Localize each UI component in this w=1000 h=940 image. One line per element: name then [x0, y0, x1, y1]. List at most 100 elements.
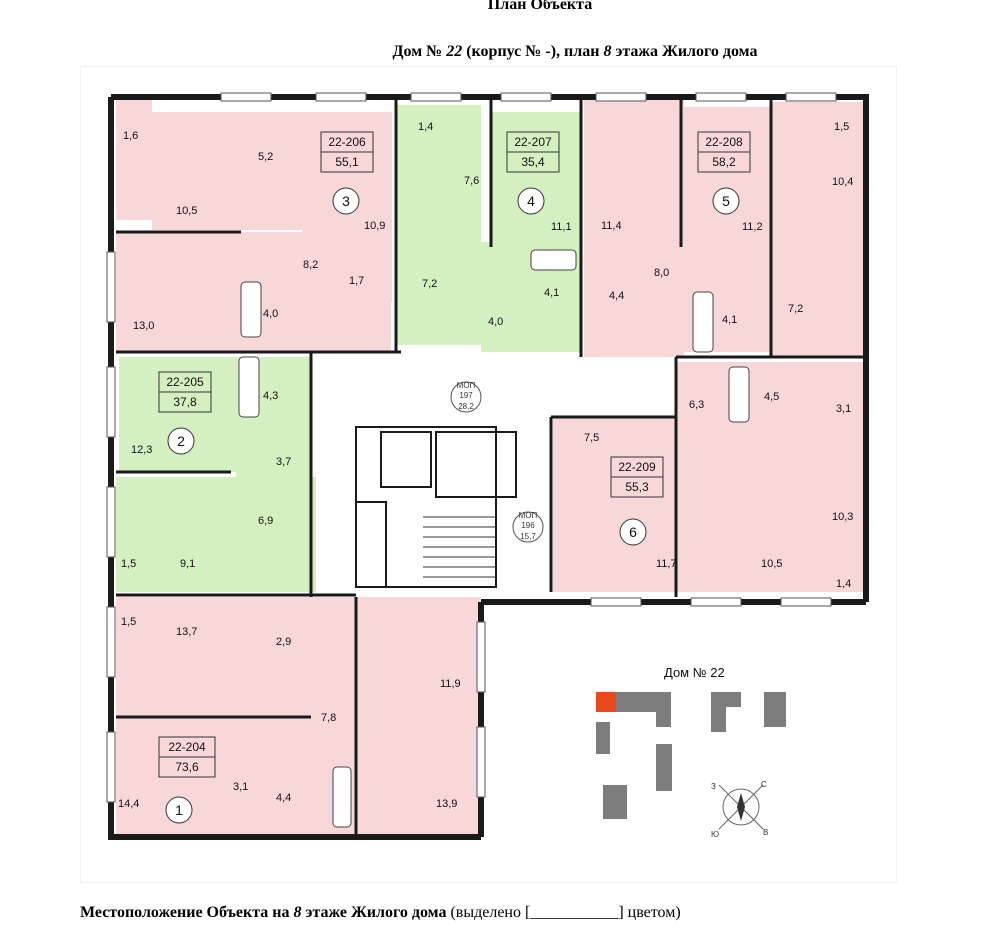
svg-text:22-204: 22-204 [168, 740, 206, 754]
stairs [423, 516, 496, 578]
svg-text:3,1: 3,1 [233, 781, 248, 793]
svg-text:10,4: 10,4 [832, 176, 853, 188]
apartment-label-206: 22-206 55,1 3 [320, 131, 374, 215]
apartment-label-207: 22-207 35,4 4 [506, 131, 560, 215]
svg-text:1,4: 1,4 [418, 121, 433, 133]
svg-text:58,2: 58,2 [712, 155, 736, 169]
svg-text:13,0: 13,0 [133, 320, 154, 332]
svg-text:1,4: 1,4 [836, 578, 851, 590]
svg-text:6,9: 6,9 [258, 515, 273, 527]
svg-text:11,1: 11,1 [551, 221, 572, 233]
svg-text:Ю: Ю [711, 830, 719, 839]
svg-text:1,5: 1,5 [834, 121, 849, 133]
svg-text:5,2: 5,2 [258, 151, 273, 163]
svg-text:11,2: 11,2 [742, 221, 763, 233]
svg-text:1,6: 1,6 [123, 130, 138, 142]
svg-text:3,7: 3,7 [276, 456, 291, 468]
floor-plan-drawing: 22-204 73,6 1 22-205 37,8 2 22-206 55,1 … [106, 92, 869, 840]
apartment-label-204: 22-204 73,6 1 [158, 736, 216, 824]
building-block-b [596, 722, 610, 754]
svg-text:1: 1 [175, 802, 183, 818]
svg-text:2,9: 2,9 [276, 636, 291, 648]
svg-text:1,5: 1,5 [121, 616, 136, 628]
svg-text:1,5: 1,5 [121, 558, 136, 570]
page-subtitle: Дом № 22 (корпус № -), план 8 этажа Жило… [392, 43, 758, 60]
building-block-f [603, 785, 627, 819]
room-area-labels: 1,6 10,5 5,2 10,9 8,2 1,7 13,0 4,0 1,4 7… [118, 121, 853, 810]
svg-text:14,4: 14,4 [118, 798, 139, 810]
svg-text:3: 3 [342, 193, 350, 209]
svg-text:1,7: 1,7 [349, 275, 364, 287]
svg-text:10,3: 10,3 [832, 511, 853, 523]
highlighted-building [596, 692, 616, 712]
apartment-label-208: 22-208 58,2 5 [697, 131, 751, 215]
svg-text:13,7: 13,7 [176, 626, 197, 638]
windows [106, 92, 837, 803]
floor-plan: 22-204 73,6 1 22-205 37,8 2 22-206 55,1 … [80, 66, 897, 883]
apartment-label-205: 22-205 37,8 2 [158, 371, 212, 455]
svg-text:8,0: 8,0 [654, 267, 669, 279]
site-map: Дом № 22 С В Ю З [596, 665, 786, 839]
svg-text:4,4: 4,4 [276, 792, 291, 804]
svg-text:4: 4 [527, 193, 535, 209]
svg-text:55,1: 55,1 [335, 155, 359, 169]
page-title: План Объекта [487, 0, 593, 13]
svg-text:197: 197 [459, 391, 473, 400]
svg-text:С: С [761, 780, 767, 789]
svg-text:9,1: 9,1 [180, 558, 195, 570]
svg-text:22-205: 22-205 [166, 375, 204, 389]
svg-text:37,8: 37,8 [173, 395, 197, 409]
mop-label-197: МОП 197 28,2 [450, 381, 482, 413]
svg-text:7,2: 7,2 [788, 303, 803, 315]
building-block-a [616, 692, 671, 727]
svg-text:В: В [763, 828, 768, 837]
svg-text:28,2: 28,2 [458, 402, 474, 411]
svg-text:4,0: 4,0 [263, 308, 278, 320]
svg-text:Дом № 22: Дом № 22 [664, 665, 725, 680]
svg-text:6,3: 6,3 [689, 399, 704, 411]
svg-text:4,3: 4,3 [263, 390, 278, 402]
apartment-label-209: 22-209 55,3 6 [610, 456, 664, 546]
svg-text:10,9: 10,9 [364, 220, 385, 232]
svg-text:7,8: 7,8 [321, 712, 336, 724]
building-block-e [656, 744, 672, 791]
building-block-d [764, 692, 786, 727]
footer-location-note: Местоположение Объекта на 8 этаже Жилого… [80, 904, 681, 921]
svg-text:11,9: 11,9 [440, 678, 461, 690]
svg-text:10,5: 10,5 [176, 205, 197, 217]
building-block-c [711, 692, 741, 732]
svg-text:10,5: 10,5 [761, 558, 782, 570]
svg-text:7,5: 7,5 [584, 432, 599, 444]
bath-fixtures [238, 249, 750, 828]
svg-text:11,7: 11,7 [656, 558, 677, 570]
svg-text:МОП: МОП [519, 511, 538, 520]
svg-text:7,6: 7,6 [464, 175, 479, 187]
svg-text:МОП: МОП [457, 381, 476, 390]
compass-icon: С В Ю З [711, 780, 768, 839]
svg-text:22-208: 22-208 [705, 135, 743, 149]
svg-text:22-206: 22-206 [328, 135, 366, 149]
svg-text:15,7: 15,7 [520, 532, 536, 541]
svg-text:8,2: 8,2 [303, 259, 318, 271]
svg-text:З: З [711, 782, 716, 791]
mop-label-196: МОП 196 15,7 [512, 511, 544, 543]
svg-text:4,1: 4,1 [722, 314, 737, 326]
svg-text:22-209: 22-209 [618, 460, 656, 474]
svg-text:4,5: 4,5 [764, 391, 779, 403]
svg-text:73,6: 73,6 [175, 760, 199, 774]
svg-text:2: 2 [177, 433, 185, 449]
svg-text:3,1: 3,1 [836, 403, 851, 415]
svg-text:4,0: 4,0 [488, 316, 503, 328]
svg-text:11,4: 11,4 [601, 220, 622, 232]
svg-text:22-207: 22-207 [514, 135, 552, 149]
svg-text:55,3: 55,3 [625, 480, 649, 494]
svg-text:35,4: 35,4 [521, 155, 545, 169]
svg-text:13,9: 13,9 [436, 798, 457, 810]
svg-text:6: 6 [629, 524, 637, 540]
core [355, 426, 517, 588]
svg-text:7,2: 7,2 [422, 278, 437, 290]
inner-walls [116, 97, 866, 837]
svg-text:5: 5 [722, 193, 730, 209]
svg-text:4,1: 4,1 [544, 287, 559, 299]
svg-text:4,4: 4,4 [609, 290, 624, 302]
